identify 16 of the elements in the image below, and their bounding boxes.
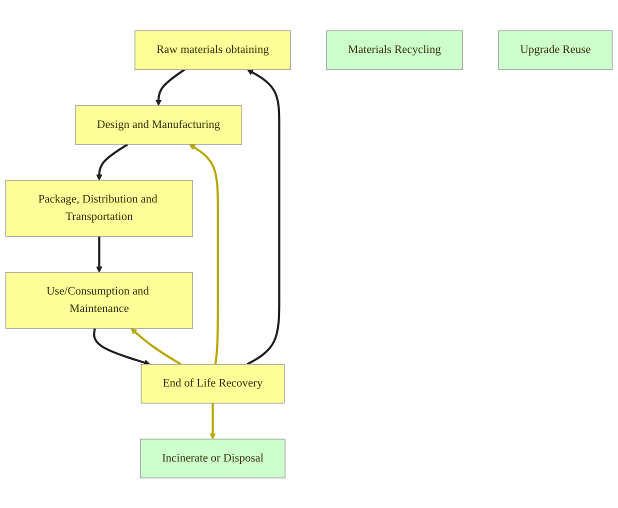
arrow [189,144,219,364]
arrow [93,328,150,366]
node-box: Upgrade Reuse [498,30,613,70]
node-box: Use/Consumption and Maintenance [5,272,194,328]
node-box: Incinerate or Disposal [140,438,286,478]
arrow [96,236,102,272]
node-box: End of Life Recovery [140,364,285,404]
arrow [246,68,280,365]
node-box: Raw materials obtaining [134,30,291,70]
arrow [96,143,128,180]
node-box: Materials Recycling [326,30,463,70]
node-box: Package, Distribution and Transportation [5,180,194,236]
arrow [130,328,182,365]
node-box: Design and Manufacturing [74,104,242,144]
arrow [155,68,186,106]
arrow [210,402,216,440]
